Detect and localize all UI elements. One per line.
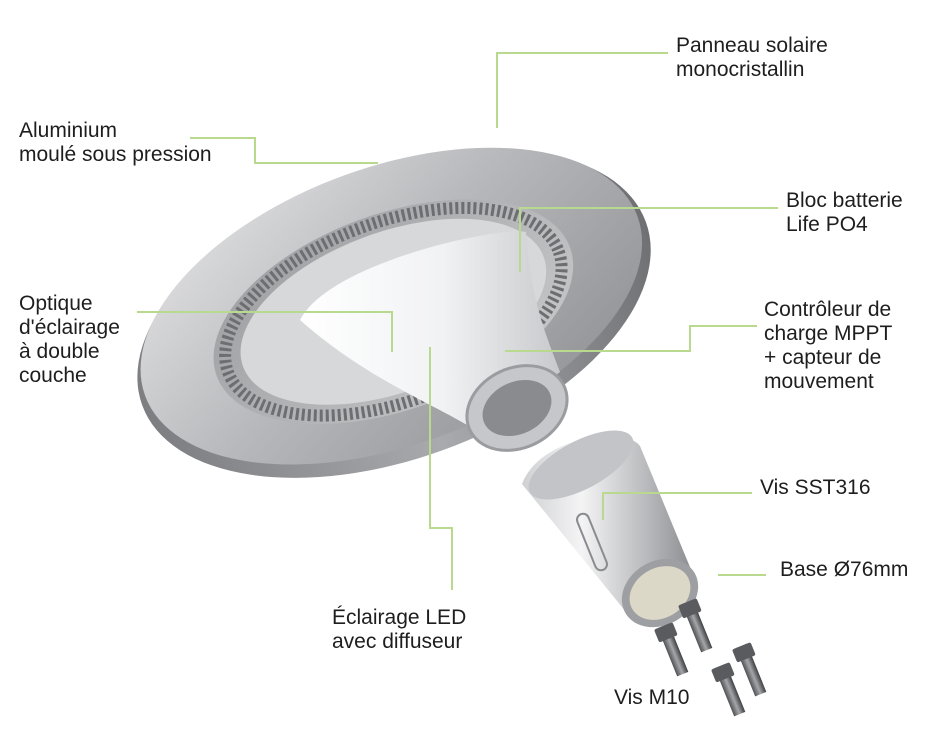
leader-controller xyxy=(505,325,757,352)
label-solar-panel: Panneau solaire monocristallin xyxy=(676,34,828,81)
leader-battery xyxy=(519,207,778,272)
controller-sensor xyxy=(482,379,552,437)
leader-aluminium xyxy=(190,137,378,164)
label-optics: Optique d'éclairage à double couche xyxy=(19,292,120,387)
m10-screws xyxy=(654,598,767,717)
label-led: Éclairage LED avec diffuseur xyxy=(332,606,467,653)
leader-optics xyxy=(137,311,393,352)
leader-screw-sst xyxy=(602,492,752,520)
leader-led xyxy=(429,347,453,590)
label-screw-sst: Vis SST316 xyxy=(760,476,871,499)
label-screw-m10: Vis M10 xyxy=(614,686,690,709)
pole-base xyxy=(522,430,699,628)
label-battery: Bloc batterie Life PO4 xyxy=(786,189,903,236)
label-controller: Contrôleur de charge MPPT + capteur de m… xyxy=(764,298,893,393)
leader-lines xyxy=(137,52,778,590)
label-base: Base Ø76mm xyxy=(780,558,909,581)
label-aluminium: Aluminium moulé sous pression xyxy=(19,119,212,166)
leader-solar-panel xyxy=(496,52,668,128)
led-ring xyxy=(219,201,568,422)
